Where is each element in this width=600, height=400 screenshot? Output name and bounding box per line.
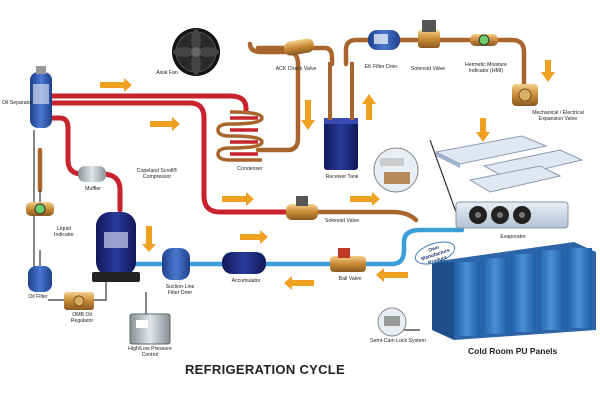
moisture-indicator	[470, 34, 498, 46]
oil-filter	[28, 266, 52, 292]
liquid-indicator	[26, 202, 54, 216]
cold-room-panels	[432, 242, 596, 340]
copeland-compressor	[92, 212, 140, 282]
muffler	[78, 166, 106, 182]
pressure-control	[129, 313, 171, 345]
solenoid-valve-mid	[286, 196, 318, 220]
evaporator-panels	[434, 135, 584, 193]
liquid-line	[37, 37, 527, 223]
expansion-valve	[512, 84, 538, 106]
omb-oil-regulator	[64, 292, 94, 310]
ack-check-valve	[283, 38, 315, 56]
cold-room-inset	[373, 147, 419, 193]
ball-valve	[330, 248, 366, 272]
oil-separator	[30, 66, 52, 128]
ek-filter-drier	[368, 30, 400, 50]
suction-line	[129, 227, 465, 267]
solenoid-valve-top	[418, 20, 440, 48]
axial-fan	[172, 28, 220, 76]
accumulator	[222, 252, 266, 274]
flow-arrows	[100, 60, 555, 290]
evaporator	[455, 201, 569, 229]
cam-lock	[377, 307, 407, 337]
receiver-tank	[324, 62, 358, 170]
condenser-coil	[216, 110, 264, 162]
suction-filter-drier	[162, 248, 190, 280]
